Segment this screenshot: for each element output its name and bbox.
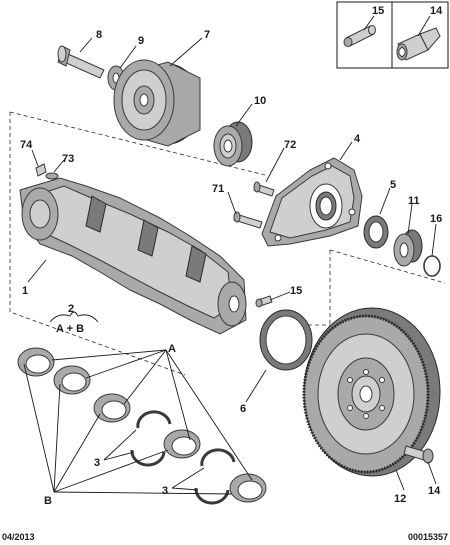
callout-4: 4 [354, 133, 361, 145]
crankshaft-pulley[interactable] [113, 59, 201, 147]
inset-label-15: 15 [372, 5, 384, 17]
rear-oil-seal[interactable] [259, 309, 313, 371]
callout-11: 11 [408, 195, 420, 207]
callout-71: 71 [212, 183, 224, 195]
footer: 04/2013 00015357 [2, 532, 448, 542]
cover-screw-lower[interactable] [233, 211, 263, 229]
dowel-pin-icon [343, 25, 376, 47]
callout-74: 74 [20, 139, 33, 151]
bearing-shell[interactable] [229, 473, 267, 503]
crank-gear[interactable] [393, 229, 423, 267]
callout-10: 10 [254, 95, 266, 107]
key-pin[interactable] [45, 172, 59, 180]
bearing-shell[interactable] [93, 393, 131, 423]
callout-16: 16 [430, 213, 442, 225]
footer-reference: 00015357 [408, 532, 448, 542]
callout-a-plus-b: A + B [56, 323, 84, 335]
front-oil-seal[interactable] [363, 215, 389, 249]
bearing-shell[interactable] [17, 347, 55, 377]
callout-1: 1 [22, 285, 28, 297]
footer-date: 04/2013 [2, 532, 35, 542]
woodruff-key[interactable] [35, 163, 47, 177]
leader-lines [23, 37, 437, 495]
callout-12: 12 [394, 493, 406, 505]
flywheel[interactable] [302, 307, 441, 477]
timing-sprocket[interactable] [213, 121, 253, 167]
socket-bolt-icon [396, 27, 441, 61]
main-bearing-shells[interactable] [17, 347, 267, 503]
callout-72: 72 [284, 139, 296, 151]
callout-8: 8 [96, 29, 102, 41]
inset-label-14: 14 [430, 5, 443, 17]
crankshaft[interactable] [19, 177, 247, 335]
cover-screw-upper[interactable] [253, 181, 275, 197]
callout-labels: 8 9 7 10 74 73 72 4 71 5 11 16 1 15 2 A … [20, 29, 442, 507]
callout-14: 14 [428, 485, 441, 497]
bearing-shell[interactable] [163, 429, 201, 459]
callout-2: 2 [68, 303, 74, 315]
inset-box: 15 14 [336, 1, 449, 69]
callout-15: 15 [290, 285, 302, 297]
callout-7: 7 [204, 29, 210, 41]
callout-b: B [44, 495, 52, 507]
callout-6: 6 [240, 403, 246, 415]
callout-5: 5 [390, 179, 396, 191]
callout-73: 73 [62, 153, 74, 165]
callout-a: A [168, 343, 176, 355]
front-oil-seal-housing[interactable] [261, 157, 363, 247]
callout-3-lower: 3 [162, 485, 168, 497]
dowel-pin[interactable] [255, 295, 273, 308]
o-ring[interactable] [423, 255, 441, 277]
callout-3-upper: 3 [94, 457, 100, 469]
callout-9: 9 [138, 35, 144, 47]
pulley-bolt[interactable] [57, 45, 105, 79]
bearing-shell[interactable] [53, 365, 91, 395]
